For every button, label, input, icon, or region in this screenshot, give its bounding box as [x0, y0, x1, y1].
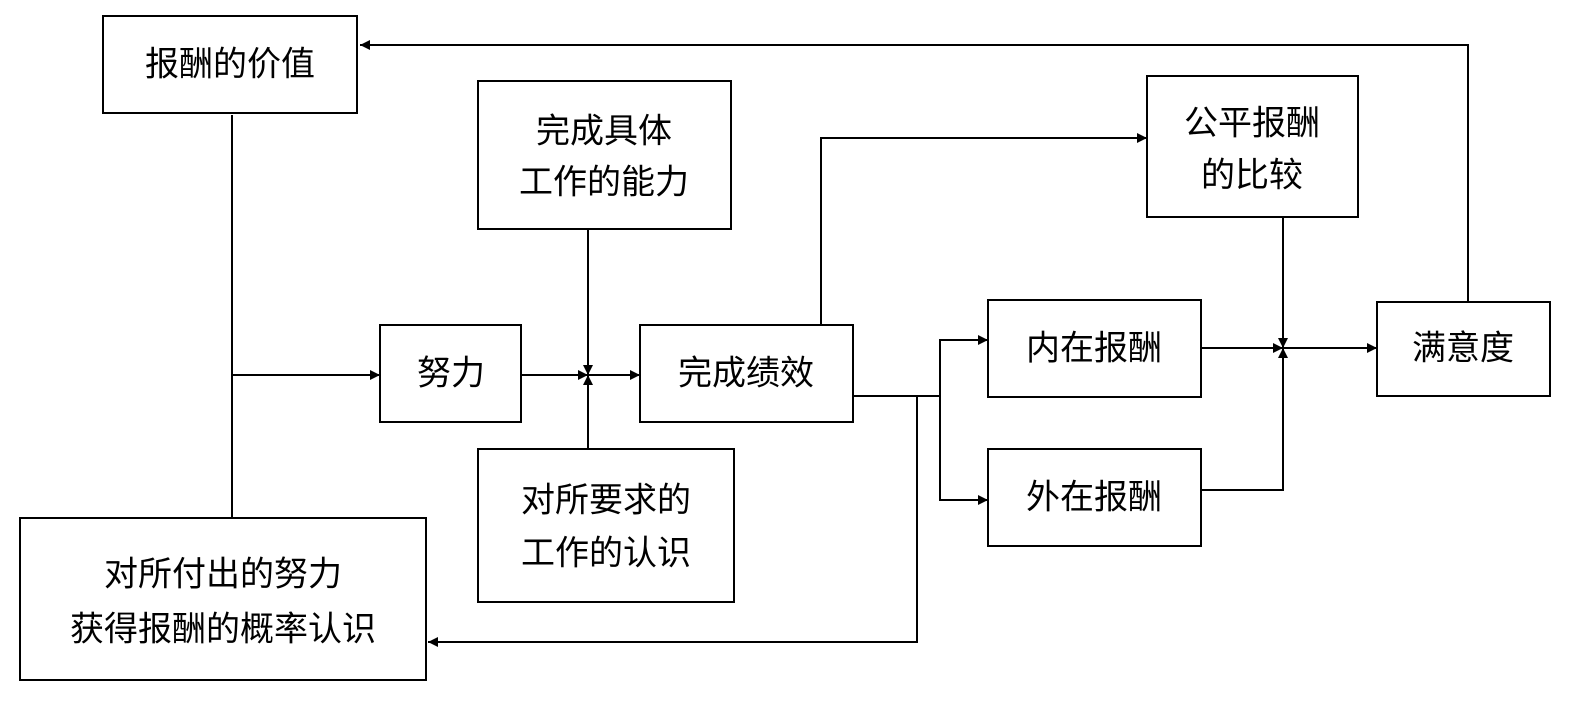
node-role-perception-label-line1: 对所要求的 [521, 481, 691, 521]
node-satisfaction: 满意度 [1376, 301, 1551, 397]
node-equity-label-line2: 的比较 [1201, 156, 1303, 196]
node-role-perception: 对所要求的 工作的认识 [477, 448, 735, 603]
node-effort-label: 努力 [417, 354, 485, 394]
node-ability-label-line2: 工作的能力 [519, 163, 689, 203]
nodes: 报酬的价值 完成具体 工作的能力 公平报酬 的比较 努力 完成绩效 内在报酬 [19, 15, 1551, 681]
edges [231, 40, 1469, 647]
edge-extrinsic-to-junction [1201, 348, 1288, 491]
node-intrinsic-label: 内在报酬 [1026, 329, 1162, 369]
node-reward-value-label: 报酬的价值 [145, 45, 315, 85]
node-role-perception-label-line2: 工作的认识 [521, 534, 691, 574]
edge-split-to-extrinsic [939, 396, 988, 505]
edge-satisfaction-to-reward-value [360, 40, 1469, 302]
node-probability-label-line1: 对所付出的努力 [104, 555, 342, 595]
node-intrinsic: 内在报酬 [987, 299, 1202, 398]
edge-split-to-intrinsic [939, 335, 988, 396]
edge-performance-to-equity [820, 133, 1147, 325]
node-equity-label-line1: 公平报酬 [1184, 104, 1320, 144]
node-effort: 努力 [379, 324, 522, 423]
node-extrinsic: 外在报酬 [987, 448, 1202, 547]
node-reward-value: 报酬的价值 [102, 15, 358, 114]
node-probability: 对所付出的努力 获得报酬的概率认识 [19, 517, 427, 681]
node-ability: 完成具体 工作的能力 [477, 80, 732, 230]
node-probability-label-line2: 获得报酬的概率认识 [70, 610, 376, 650]
node-performance-label: 完成绩效 [678, 354, 814, 394]
node-ability-label-line1: 完成具体 [536, 112, 672, 152]
node-satisfaction-label: 满意度 [1412, 329, 1514, 369]
edge-performance-to-probability [428, 396, 918, 647]
node-equity: 公平报酬 的比较 [1146, 75, 1359, 218]
node-performance: 完成绩效 [639, 324, 854, 423]
node-extrinsic-label: 外在报酬 [1026, 478, 1162, 518]
